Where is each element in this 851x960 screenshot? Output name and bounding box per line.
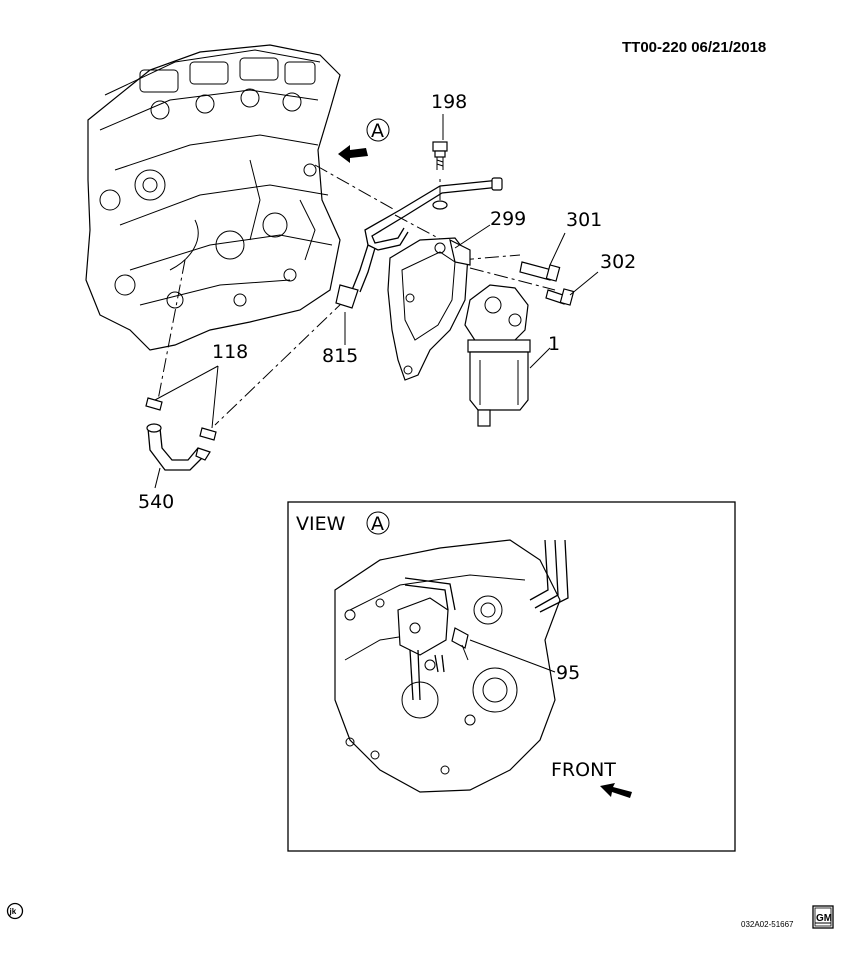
callout-95: 95 [556, 662, 580, 684]
figure-id: 032A02-51667 [741, 920, 794, 929]
callout-299: 299 [490, 208, 526, 230]
leader-299 [454, 224, 491, 249]
fuel-pipe [335, 177, 503, 309]
callout-1: 1 [548, 333, 560, 355]
diagram-code: TT00-220 06/21/2018 [622, 39, 766, 56]
callout-301: 301 [566, 209, 602, 231]
inset-title-letter: A [371, 513, 384, 535]
footer-symbol: jk [6, 902, 24, 920]
leader-301 [549, 232, 566, 266]
bolt-301 [519, 261, 561, 282]
view-direction-arrow [338, 145, 368, 163]
view-a-marker: A [338, 118, 390, 163]
clamp-118-lower [199, 427, 217, 441]
leader-302 [569, 271, 599, 296]
inset-title: VIEW [296, 513, 346, 535]
gm-logo: GM [812, 905, 834, 929]
leader-95 [469, 639, 556, 673]
front-label: FRONT [551, 759, 616, 781]
bolt-302 [545, 288, 575, 306]
leader-1 [529, 347, 551, 369]
hose-540 [146, 423, 211, 471]
callout-540: 540 [138, 491, 174, 513]
clamp-118-upper [145, 397, 163, 411]
callout-198: 198 [431, 91, 467, 113]
callout-302: 302 [600, 251, 636, 273]
front-direction-arrow [600, 783, 632, 798]
inset-view-a: VIEW A 95 FRONT [287, 501, 736, 852]
engine-block [85, 44, 341, 351]
callout-118: 118 [212, 341, 248, 363]
leader-540 [154, 467, 161, 489]
leader-118 [154, 365, 219, 429]
fuel-filter-1 [464, 284, 531, 427]
bracket-299 [387, 237, 471, 381]
bolt-198 [432, 141, 448, 210]
footer-symbol-text: jk [9, 907, 17, 916]
callout-815: 815 [322, 345, 358, 367]
gm-logo-text: GM [816, 913, 832, 924]
view-a-letter: A [371, 120, 384, 142]
